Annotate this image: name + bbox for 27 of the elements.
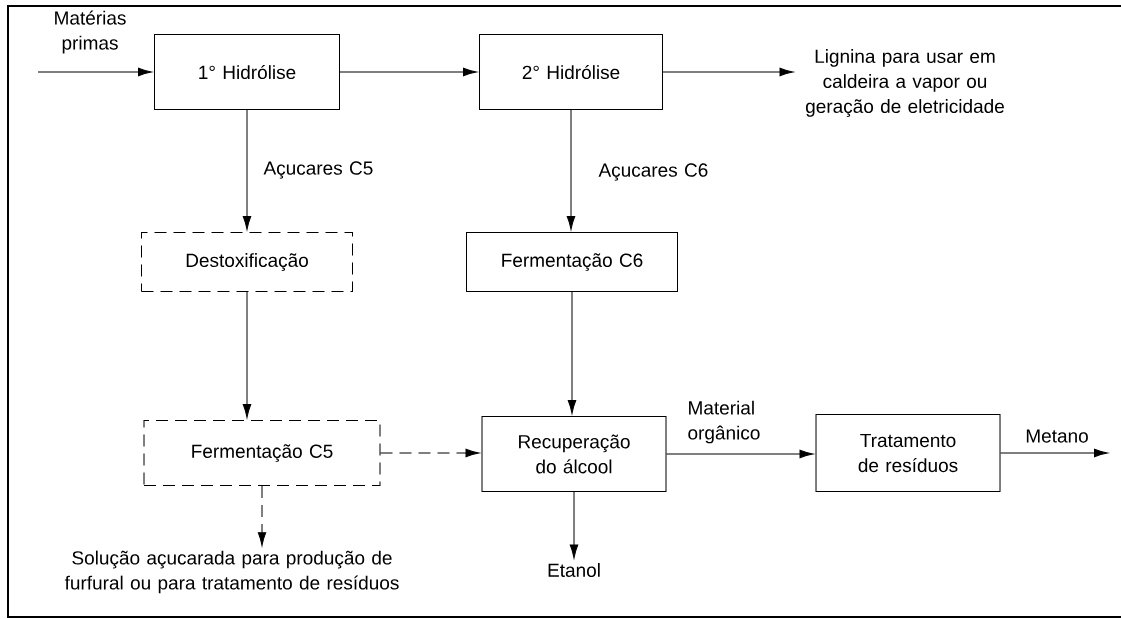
edge-label: Açucares C6 [598, 163, 708, 181]
arrow [339, 67, 477, 77]
process-box: Destoxificação [141, 232, 353, 292]
edge-label: Açucares C5 [263, 161, 373, 179]
edge-label: Material orgânico [688, 400, 760, 444]
arrow [242, 109, 252, 230]
arrow [567, 291, 577, 414]
arrow [380, 448, 480, 458]
arrow [37, 67, 152, 77]
output-label: Lignina para usar em caldeira a vapor ou geração de eletricidade [806, 49, 1004, 117]
process-box: Fermentação C6 [466, 232, 678, 292]
arrow [242, 291, 252, 418]
edge-label: Matérias primas [55, 10, 126, 54]
arrow [662, 67, 794, 77]
arrow [569, 491, 579, 559]
arrow [1000, 448, 1108, 458]
process-box: Tratamento de resíduos [815, 414, 1001, 492]
output-label: Etanol [548, 563, 600, 577]
arrow [257, 485, 267, 546]
arrow [666, 449, 814, 459]
process-box: Fermentação C5 [143, 420, 381, 486]
process-box: 2° Hidrólise [479, 34, 663, 110]
process-box: Recuperação do álcool [481, 416, 667, 492]
process-box: 1° Hidrólise [154, 34, 340, 110]
arrow [566, 109, 576, 230]
output-label: Solução açucarada para produção de furfural ou para tratamento de resíduos [64, 550, 399, 594]
edge-label: Metano [1026, 429, 1088, 443]
